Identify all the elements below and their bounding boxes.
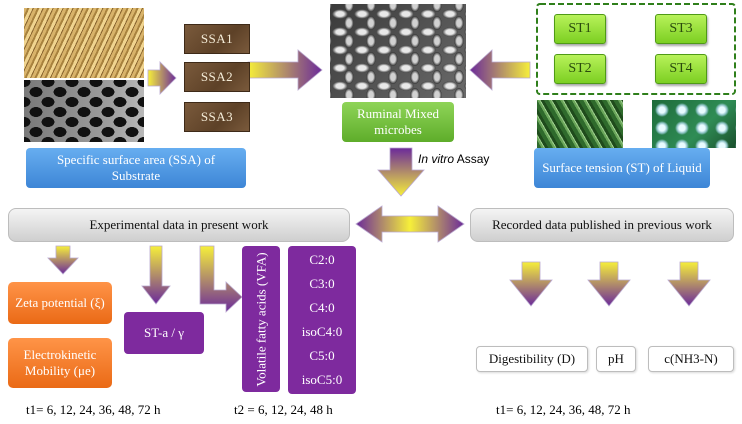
- tag-ssa2: SSA2: [184, 62, 250, 92]
- arrow-to-vfa: [199, 245, 243, 313]
- ruminal-microbes-label: Ruminal Mixed microbes: [342, 102, 454, 142]
- vfa-label: Volatile fatty acids (VFA): [253, 251, 269, 387]
- ph-box: pH: [596, 346, 636, 372]
- zeta-potential-box: Zeta potential (ξ): [8, 282, 112, 324]
- straw-photo: [24, 8, 144, 78]
- microbes-sem-photo: [330, 4, 466, 98]
- tag-ssa1: SSA1: [184, 24, 250, 54]
- arrow-to-zeta: [47, 245, 79, 275]
- digestibility-box: Digestibility (D): [476, 346, 588, 372]
- arrow-liquid-to-microbes: [469, 49, 531, 91]
- arrow-to-nh3: [667, 261, 711, 307]
- leaf-droplets-photo-left: [537, 100, 623, 148]
- assay-text: Assay: [454, 152, 490, 166]
- tag-st4: ST4: [655, 54, 707, 84]
- vfa-item-c2: C2:0: [309, 252, 335, 267]
- porous-substrate-photo: [24, 80, 144, 142]
- tag-ssa3: SSA3: [184, 102, 250, 132]
- timeline-middle: t2 = 6, 12, 24, 48 h: [234, 402, 333, 417]
- ssa-label: Specific surface area (SSA) of Substrate: [26, 148, 246, 188]
- arrow-to-st-a: [141, 245, 171, 305]
- leaf-droplets-photo-right: [652, 100, 736, 148]
- vfa-item-c3: C3:0: [309, 276, 335, 291]
- timeline-right: t1= 6, 12, 24, 36, 48, 72 h: [496, 402, 631, 417]
- tag-st1: ST1: [554, 14, 606, 44]
- in-vitro-italic: In vitro: [418, 152, 455, 166]
- vfa-item-c4: C4:0: [309, 300, 335, 315]
- st-label: Surface tension (ST) of Liquid: [534, 148, 710, 188]
- arrow-double-headed: [355, 205, 465, 243]
- timeline-left: t1= 6, 12, 24, 36, 48, 72 h: [26, 402, 161, 417]
- experimental-data-bar: Experimental data in present work: [8, 208, 350, 242]
- vfa-item-isoc4: isoC4:0: [301, 324, 343, 339]
- arrow-to-ph: [587, 261, 631, 307]
- arrow-in-vitro-assay: [377, 147, 425, 197]
- in-vitro-assay-label: In vitro Assay: [418, 152, 489, 166]
- st-a-box: ST-a / γ: [124, 312, 204, 354]
- electrokinetic-mobility-box: Electrokinetic Mobility (μe): [8, 338, 112, 388]
- arrow-tags-to-microbes: [247, 49, 323, 91]
- arrow-to-digestibility: [509, 261, 553, 307]
- recorded-data-bar: Recorded data published in previous work: [470, 208, 734, 242]
- vfa-box: Volatile fatty acids (VFA): [242, 246, 280, 392]
- vfa-items-column: C2:0 C3:0 C4:0 isoC4:0 C5:0 isoC5:0: [288, 246, 356, 394]
- vfa-item-isoc5: isoC5:0: [301, 372, 343, 387]
- arrow-ssa-to-tags: [147, 61, 177, 95]
- tag-st2: ST2: [554, 54, 606, 84]
- vfa-item-c5: C5:0: [309, 348, 335, 363]
- nh3-box: c(NH3-N): [648, 346, 734, 372]
- tag-st3: ST3: [655, 14, 707, 44]
- liquid-tags-frame: [536, 3, 736, 95]
